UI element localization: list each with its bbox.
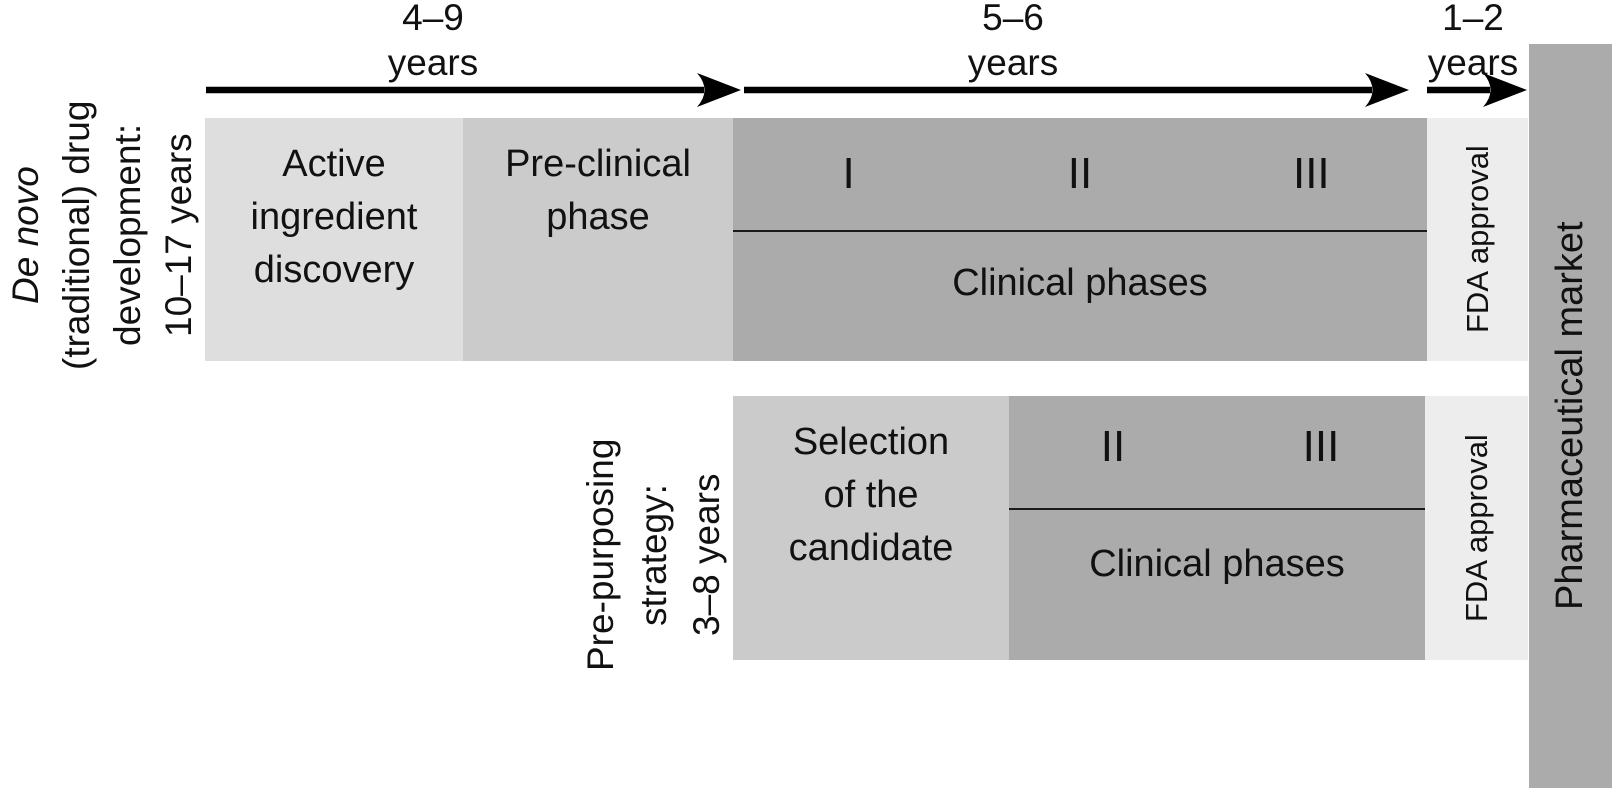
phase-ii-numeral: II [1067,149,1093,198]
clinical-phases-label: Clinical phases [1089,542,1345,585]
phase-numerals-row: II III [1009,396,1425,510]
stage-label: Active ingredient discovery [205,118,463,361]
stage-label-line: ingredient [250,196,418,238]
active-ingredient-discovery-box: Active ingredient discovery [205,118,463,361]
phase-iii-numeral: III [1302,422,1340,471]
duration-unit: years [1427,42,1519,83]
pre-clinical-phase-box: Pre-clinical phase [463,118,733,361]
clinical-phases-label: Clinical phases [952,262,1208,304]
repurposing-clinical-phases-box: II III Clinical phases [1009,396,1425,660]
phase-i-numeral: I [842,149,855,198]
stage-label-line: Pre-clinical [505,143,691,185]
approval-phase-arrow [1427,73,1527,107]
pharmaceutical-market-bar: Pharmaceutical market [1529,44,1612,788]
side-label-line: development: [107,123,148,347]
side-label-line: (traditional) drug [56,100,97,370]
candidate-selection-box: Selection of the candidate [733,396,1009,660]
stage-label-line: Active [282,143,386,185]
phase-iii-numeral: III [1292,149,1330,198]
duration-unit: years [967,42,1059,83]
side-label-line: 3–8 years [686,473,727,637]
discovery-duration-label: 4–9 years [333,0,533,85]
duration-value: 1–2 [1442,0,1504,38]
de-novo-clinical-phases-box: I II III Clinical phases [733,118,1427,361]
duration-unit: years [387,42,479,83]
duration-value: 5–6 [982,0,1044,38]
clinical-duration-label: 5–6 years [913,0,1113,85]
side-label-line: 10–17 years [158,133,199,337]
stage-label-line: phase [546,196,650,238]
phase-numerals-row: I II III [733,118,1427,232]
side-label-line: Pre-purposing [580,438,621,672]
stage-label-line: of the [823,474,919,516]
duration-value: 4–9 [402,0,464,38]
arrowhead-icon [1365,73,1409,107]
stage-label-line: discovery [253,249,415,291]
discovery-phase-arrow [206,73,741,107]
arrowhead-icon [697,73,741,107]
phase-ii-numeral: II [1100,422,1126,471]
side-label-line: De novo [5,166,46,304]
de-novo-development-side-label: De novo (traditional) drug development: … [0,65,204,405]
side-label-line: strategy: [633,484,674,626]
pre-purposing-strategy-side-label: Pre-purposing strategy: 3–8 years [574,405,733,705]
stage-label-line: candidate [788,527,954,569]
de-novo-fda-approval-box: FDA approval [1427,118,1528,361]
stage-label: Pre-clinical phase [463,118,733,361]
stage-label: Selection of the candidate [733,396,1009,660]
stage-label-line: Selection [792,421,950,463]
repurposing-fda-approval-box: FDA approval [1425,396,1528,660]
arrowhead-icon [1483,73,1527,107]
clinical-phase-arrow [744,73,1409,107]
approval-duration-label: 1–2 years [1373,0,1573,85]
